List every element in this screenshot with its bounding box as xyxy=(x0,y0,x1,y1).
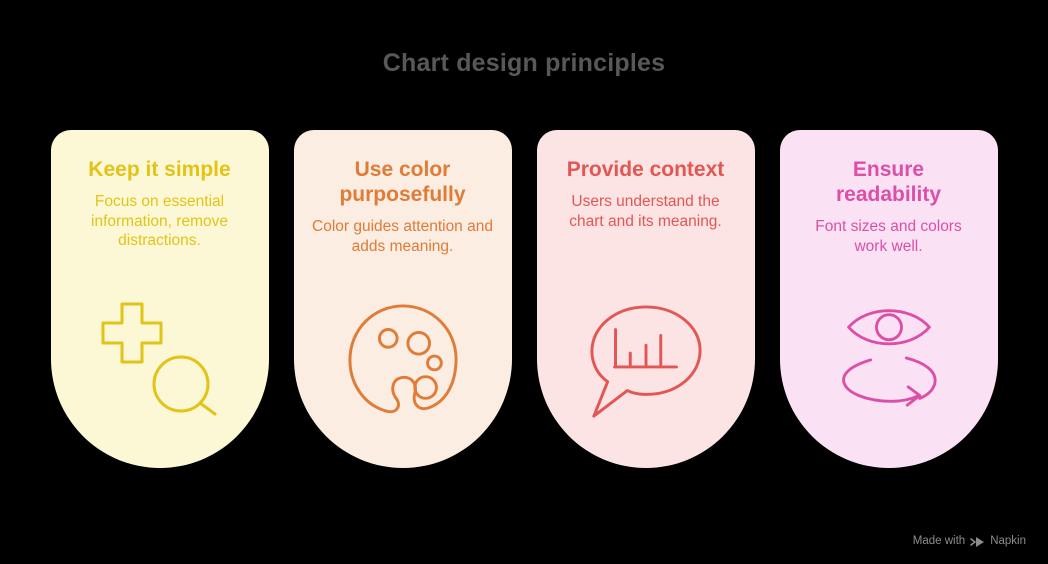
watermark-brand: Napkin xyxy=(990,535,1026,547)
plus-magnifier-icon xyxy=(51,302,269,416)
card-keep-it-simple: Keep it simple Focus on essential inform… xyxy=(50,130,269,468)
card-ensure-readability: Ensure readability Font sizes and colors… xyxy=(779,130,998,468)
watermark-prefix: Made with xyxy=(912,535,966,547)
card-provide-context: Provide context Users understand the cha… xyxy=(536,130,755,468)
card-heading: Ensure readability xyxy=(835,158,942,206)
card-body: Color guides attention and adds meaning. xyxy=(312,218,493,255)
chart-speech-bubble-icon xyxy=(537,302,755,422)
page-title: Chart design principles xyxy=(382,49,666,77)
card-heading: Use color purposefully xyxy=(339,158,466,206)
card-body: Focus on essential information, remove d… xyxy=(91,193,228,249)
card-use-color-purposefully: Use color purposefully Color guides atte… xyxy=(293,130,512,468)
napkin-watermark[interactable]: Made with Napkin xyxy=(913,535,1026,548)
napkin-logo-icon xyxy=(970,536,985,547)
eye-motion-icon xyxy=(780,302,998,414)
card-body: Users understand the chart and its meani… xyxy=(569,193,722,230)
card-heading: Provide context xyxy=(566,158,725,181)
card-body: Font sizes and colors work well. xyxy=(815,218,962,255)
palette-icon xyxy=(294,302,512,416)
card-heading: Keep it simple xyxy=(88,158,231,181)
principle-cards-row: Keep it simple Focus on essential inform… xyxy=(0,130,1048,468)
